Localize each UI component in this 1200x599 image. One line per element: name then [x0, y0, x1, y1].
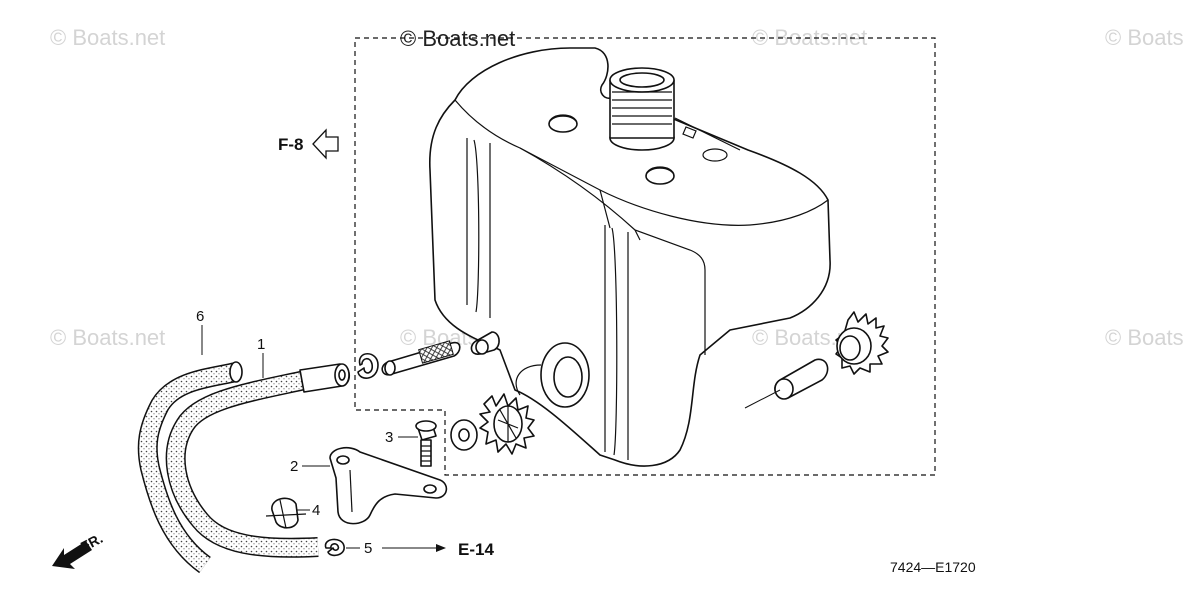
- watermark-top-edge: © Boats: [1105, 25, 1184, 50]
- callout-6: 6: [196, 308, 204, 325]
- diagram-code: 7424—E1720: [890, 559, 976, 575]
- strainer-tube: [381, 340, 461, 376]
- fuel-hose: [165, 363, 351, 558]
- hose-clip-upper: [357, 352, 379, 379]
- callout-3: 3: [385, 429, 393, 446]
- reference-e14: E-14: [458, 540, 494, 559]
- tube-fitting: [470, 331, 500, 355]
- vent-hose: [137, 361, 243, 574]
- bracket: [329, 446, 448, 525]
- callout-2: 2: [290, 458, 298, 475]
- hose-clip-lower: [324, 538, 345, 557]
- washer: [450, 419, 478, 451]
- watermark-mid-edge: © Boats: [1105, 325, 1184, 350]
- watermark-mid-left: © Boats.net: [50, 325, 165, 350]
- watermark-top-left: © Boats.net: [50, 25, 165, 50]
- callout-4: 4: [312, 502, 320, 519]
- assembly-boundary: [354, 37, 936, 476]
- grommet-right: [774, 358, 829, 400]
- front-arrow-icon: [52, 541, 92, 569]
- callout-1: 1: [257, 336, 265, 353]
- reference-f8-arrow-icon: [312, 128, 339, 160]
- hose-clamp: [265, 497, 307, 529]
- fuel-tank: [429, 47, 831, 467]
- bolt: [415, 420, 437, 467]
- reference-f8: F-8: [278, 135, 304, 154]
- grommet-leader: [744, 389, 781, 409]
- pinion-gear: [479, 393, 535, 455]
- tank-cap-gear: [835, 311, 889, 375]
- front-direction-indicator: FR.: [52, 530, 105, 569]
- callout-5: 5: [364, 540, 372, 557]
- reference-e14-arrow-icon: [436, 544, 446, 552]
